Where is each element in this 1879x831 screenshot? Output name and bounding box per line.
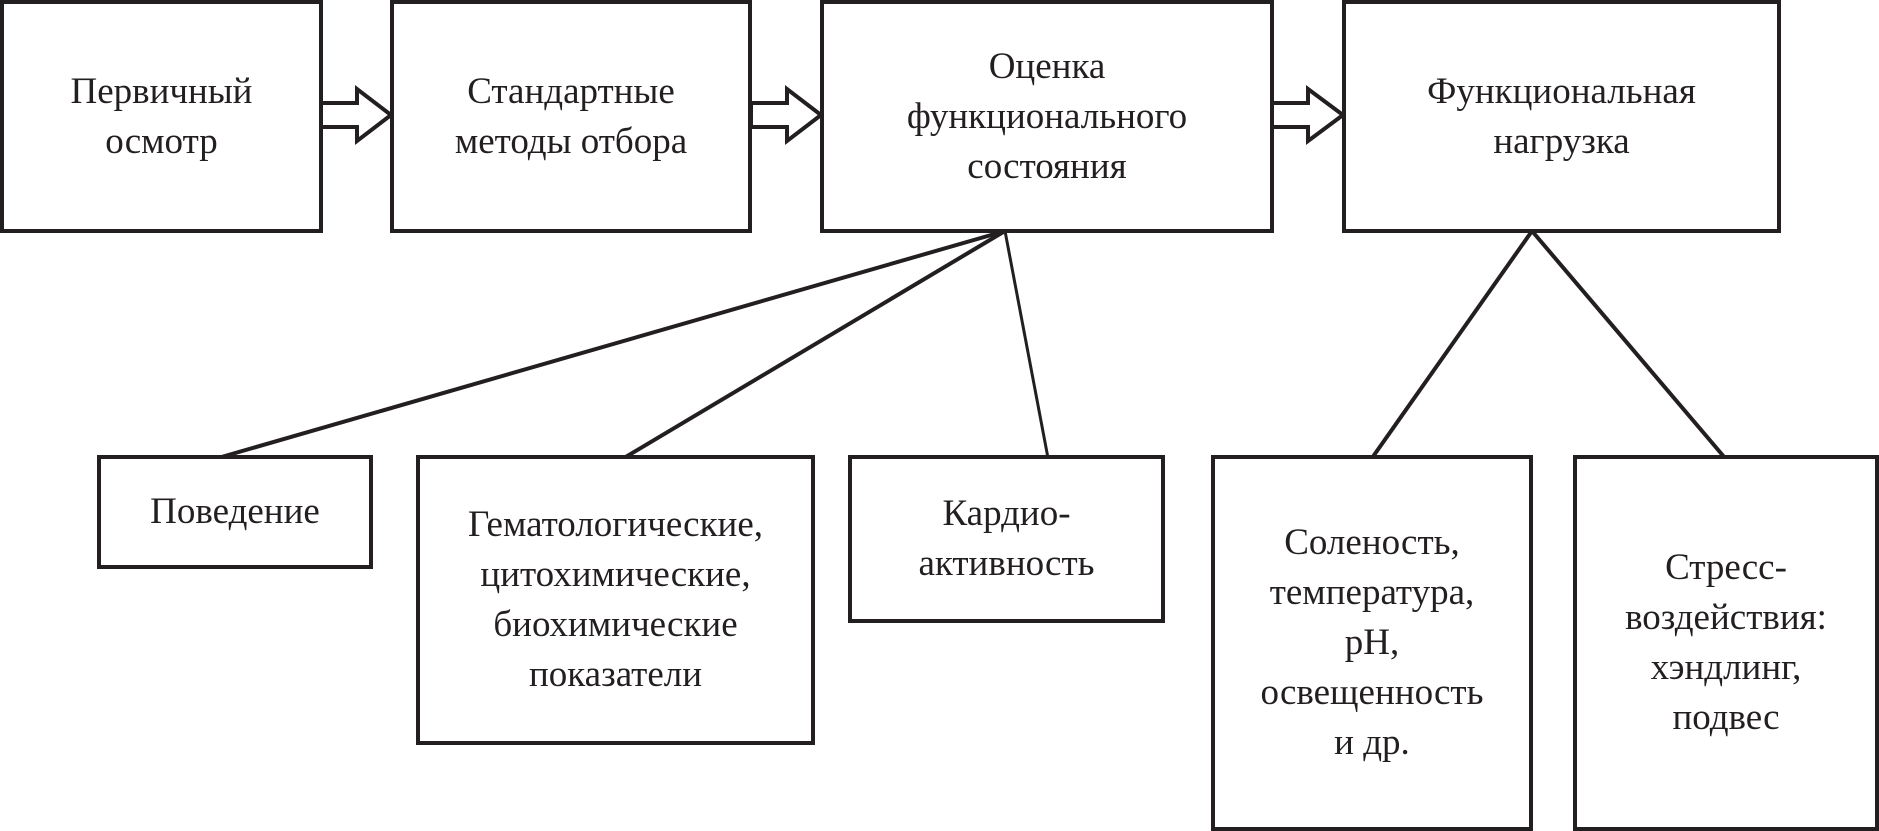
link-line: [1003, 230, 1050, 459]
box-label: состояния: [967, 145, 1127, 187]
box-label: pH,: [1344, 622, 1400, 663]
box-label: показатели: [528, 654, 703, 695]
box-label: воздействия:: [1625, 597, 1827, 638]
box-blood-indicators: Гематологические, цитохимические, биохим…: [416, 455, 815, 745]
box-label: освещенность: [1260, 672, 1484, 713]
box-label: Первичный: [70, 70, 253, 112]
box-standard-selection: Стандартные методы отбора: [390, 0, 752, 233]
box-label: осмотр: [105, 120, 218, 162]
link-line: [217, 229, 1006, 460]
box-label: Функциональная: [1427, 70, 1696, 112]
box-label: и др.: [1334, 722, 1410, 763]
box-label: активность: [918, 543, 1095, 584]
box-label: Оценка: [988, 45, 1106, 87]
box-behavior: Поведение: [97, 455, 373, 569]
box-stress: Стресс- воздействия: хэндлинг, подвес: [1573, 455, 1879, 831]
link-line: [622, 229, 1007, 460]
box-primary-exam: Первичный осмотр: [0, 0, 323, 233]
box-label: Соленость,: [1284, 522, 1460, 563]
box-functional-load: Функциональная нагрузка: [1342, 0, 1781, 233]
box-label: Поведение: [150, 491, 320, 532]
box-label: Стресс-: [1665, 547, 1787, 588]
box-label: функционального: [906, 95, 1188, 137]
box-cardio: Кардио- активность: [848, 455, 1165, 623]
box-label: температура,: [1269, 572, 1475, 613]
box-label: методы отбора: [454, 120, 688, 162]
hollow-arrow: [749, 84, 825, 146]
box-functional-state: Оценка функционального состояния: [820, 0, 1274, 233]
link-line: [1370, 229, 1534, 460]
hollow-arrow: [1270, 85, 1347, 145]
box-label: Гематологические,: [467, 504, 764, 545]
box-label: цитохимические,: [480, 554, 751, 595]
box-label: Стандартные: [467, 70, 675, 112]
box-label: Кардио-: [942, 493, 1071, 534]
box-label: подвес: [1672, 697, 1780, 738]
box-label: нагрузка: [1493, 120, 1630, 162]
box-label: биохимические: [493, 604, 738, 645]
link-line: [1530, 229, 1727, 460]
box-label: хэндлинг,: [1650, 647, 1802, 688]
box-environment: Соленость, температура, pH, освещенность…: [1211, 455, 1533, 831]
hollow-arrow: [319, 84, 395, 146]
